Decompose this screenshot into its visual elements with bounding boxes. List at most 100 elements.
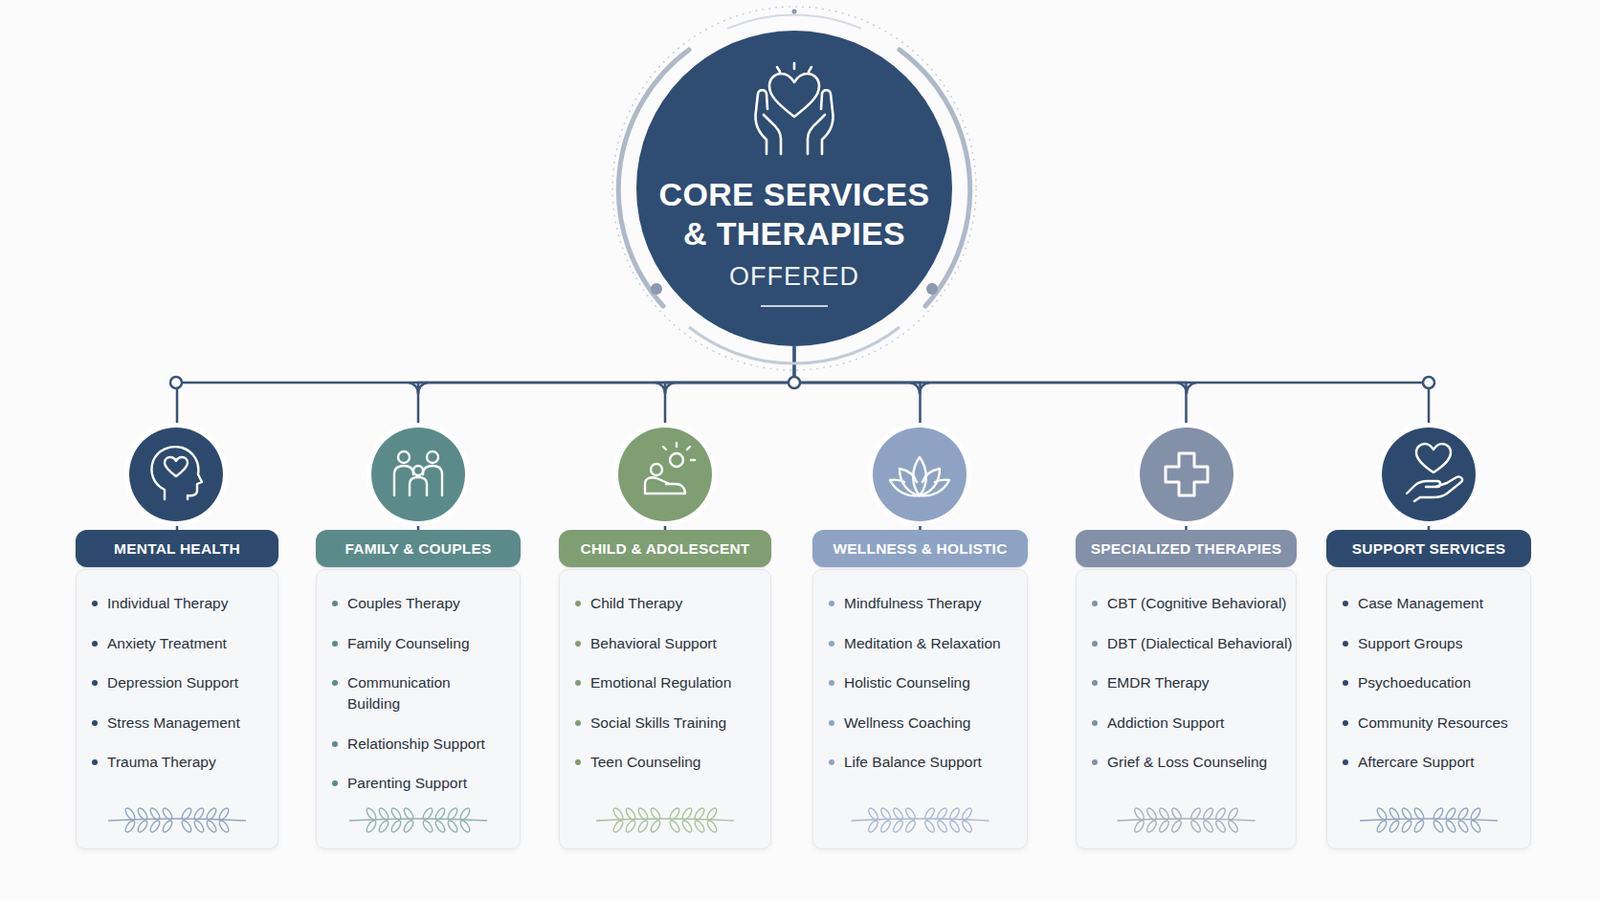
family-icon xyxy=(394,466,443,496)
junction-dot xyxy=(170,377,182,389)
service-item: Grief & Loss Counseling xyxy=(1107,752,1294,774)
service-item: Parenting Support xyxy=(347,773,491,795)
service-item: Trauma Therapy xyxy=(107,752,272,774)
service-card: Mindfulness TherapyMeditation & Relaxati… xyxy=(812,569,1028,850)
service-card: CBT (Cognitive Behavioral) DBT (Dialectic… xyxy=(1075,569,1297,850)
lotus-icon xyxy=(919,468,940,496)
service-item: Family Counseling xyxy=(347,633,491,655)
service-item: Individual Therapy xyxy=(107,593,272,615)
ring-dot xyxy=(650,283,663,295)
category-icons xyxy=(152,443,1464,502)
category-label: FAMILY & COUPLES xyxy=(344,540,491,558)
child-icon xyxy=(650,464,663,476)
icon-ring xyxy=(867,422,972,527)
icon-ring xyxy=(613,422,717,527)
service-item: Support Groups xyxy=(1357,633,1527,655)
junction-curves xyxy=(408,382,1197,395)
center-circle: CORE SERVICES & THERAPIES OFFERED xyxy=(636,30,953,347)
child-icon xyxy=(663,443,695,461)
service-card: Couples TherapyFamily CounselingCommunic… xyxy=(315,569,521,850)
service-item: Community Resources xyxy=(1357,712,1527,734)
service-item: Social Skills Training xyxy=(590,712,765,734)
service-item: Stress Management xyxy=(107,712,272,734)
category-pill: SPECIALIZED THERAPIES xyxy=(1075,530,1297,568)
service-item: Aftercare Support xyxy=(1357,752,1527,774)
service-item: Addiction Support xyxy=(1107,712,1294,734)
category-label: SUPPORT SERVICES xyxy=(1352,540,1507,558)
icon-ring xyxy=(366,422,470,527)
service-item: Holistic Counseling xyxy=(844,672,1023,694)
family-icon xyxy=(409,477,427,496)
category-label: CHILD & ADOLESCENT xyxy=(580,540,751,558)
tree-connector xyxy=(665,346,795,531)
icon-circle xyxy=(1139,427,1234,522)
icon-ring xyxy=(1377,422,1481,527)
service-item: Psychoeducation xyxy=(1357,672,1527,694)
service-item: Communication Building xyxy=(347,672,491,715)
child-icon xyxy=(644,477,686,494)
family-icon xyxy=(413,466,423,476)
lotus-icon xyxy=(889,480,950,497)
family-icon xyxy=(398,451,410,464)
service-item: Emotional Regulation xyxy=(590,672,765,694)
icon-circles xyxy=(124,422,1481,527)
service-item: Teen Counseling xyxy=(590,752,765,774)
child-icon xyxy=(669,453,684,467)
category-pill: WELLNESS & HOLISTIC xyxy=(812,530,1028,568)
service-item: Depression Support xyxy=(107,672,272,694)
category-label: SPECIALIZED THERAPIES xyxy=(1090,540,1283,558)
service-card: Case ManagementSupport GroupsPsychoeduca… xyxy=(1326,569,1532,850)
service-item: CBT (Cognitive Behavioral) xyxy=(1107,593,1294,615)
tree-connector xyxy=(794,346,1429,531)
service-item: Life Balance Support xyxy=(844,752,1023,774)
category-label: MENTAL HEALTH xyxy=(113,540,241,558)
ring-arc xyxy=(727,14,862,29)
head-icon xyxy=(152,446,203,500)
tree-connector xyxy=(177,346,795,531)
support-heart xyxy=(1416,444,1451,473)
icon-ring xyxy=(124,422,228,527)
junction-curve xyxy=(408,382,428,395)
service-item: Case Management xyxy=(1357,593,1527,615)
service-item: Wellness Coaching xyxy=(844,712,1023,734)
icon-circle xyxy=(1381,427,1476,522)
service-item: Anxiety Treatment xyxy=(107,633,272,655)
junction-dot xyxy=(1422,377,1435,389)
service-item: Couples Therapy xyxy=(347,593,491,615)
icon-circle xyxy=(618,427,712,522)
plus-icon xyxy=(1165,453,1208,496)
junction-curve xyxy=(910,382,930,395)
icon-circle xyxy=(371,427,466,522)
lotus-icon xyxy=(899,468,920,496)
center-title: CORE SERVICES & THERAPIES xyxy=(655,175,934,254)
ring-dot xyxy=(792,9,798,15)
dotted-ring xyxy=(612,6,977,371)
service-item: Relationship Support xyxy=(347,733,491,756)
category-pill: MENTAL HEALTH xyxy=(75,530,279,568)
family-icon xyxy=(426,451,439,464)
lotus-icon xyxy=(912,457,927,496)
support-hand xyxy=(1406,476,1463,502)
category-pill: SUPPORT SERVICES xyxy=(1326,530,1532,568)
junction-dot xyxy=(788,377,800,389)
tree-connector xyxy=(794,346,921,531)
tree-connector xyxy=(418,346,795,531)
ring-dot xyxy=(926,283,938,295)
service-item: DBT (Dialectical Behavioral) xyxy=(1107,633,1294,655)
service-item: Behavioral Support xyxy=(590,633,765,655)
head-heart xyxy=(164,457,188,477)
center-subtitle: OFFERED xyxy=(729,261,860,292)
service-card: Individual TherapyAnxiety TreatmentDepre… xyxy=(75,569,279,850)
category-label: WELLNESS & HOLISTIC xyxy=(832,540,1007,558)
icon-circle xyxy=(872,427,967,522)
junction-curve xyxy=(655,382,675,395)
service-card: Child TherapyBehavioral SupportEmotional… xyxy=(558,569,772,850)
icon-ring xyxy=(1134,422,1239,527)
tree-connector xyxy=(794,346,1187,531)
service-item: Child Therapy xyxy=(590,593,765,615)
category-pill: CHILD & ADOLESCENT xyxy=(558,530,772,568)
category-pill: FAMILY & COUPLES xyxy=(315,530,521,568)
service-item: Meditation & Relaxation xyxy=(844,633,1023,655)
junction-curve xyxy=(1177,382,1197,395)
